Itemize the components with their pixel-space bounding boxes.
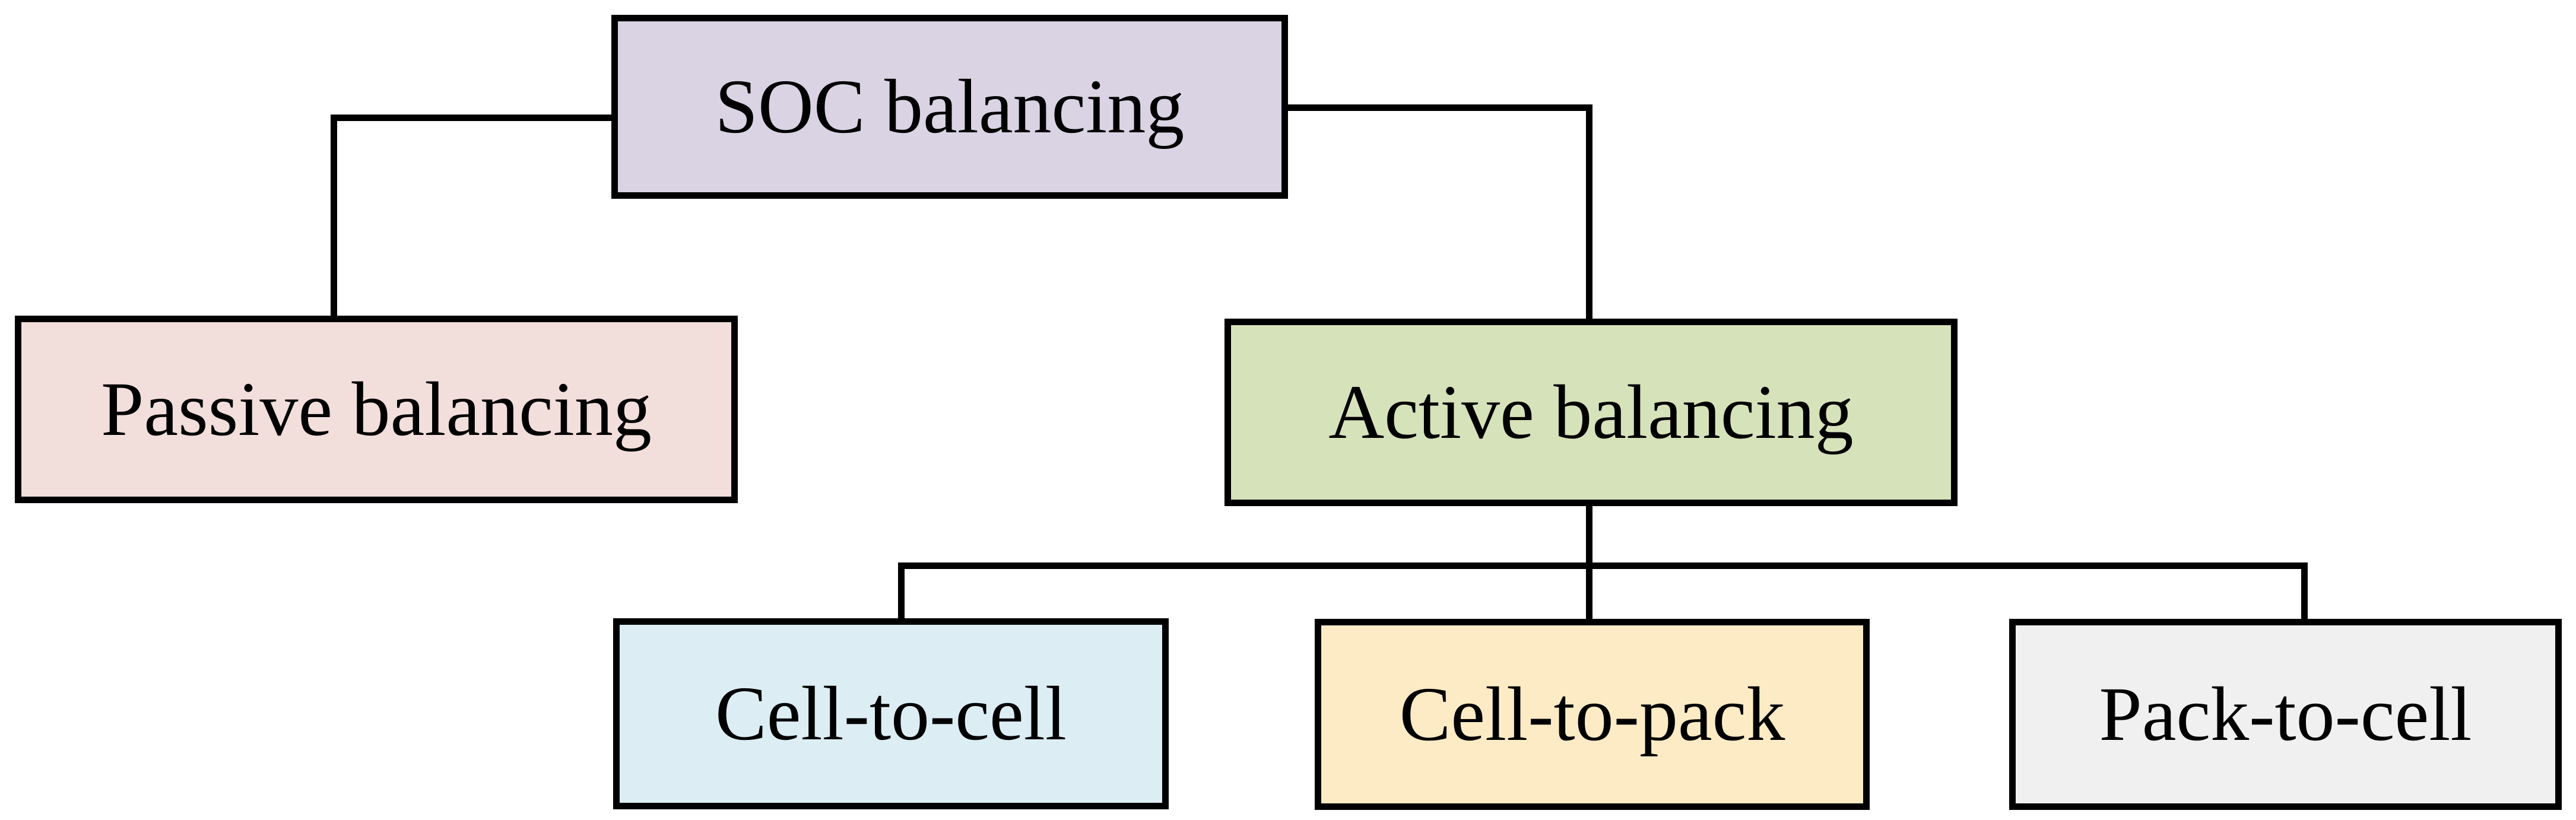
node-cell-to-pack: Cell-to-pack xyxy=(1315,619,1870,810)
node-soc-balancing-label: SOC balancing xyxy=(715,64,1185,150)
node-cell-to-cell: Cell-to-cell xyxy=(613,618,1169,809)
node-passive-balancing-label: Passive balancing xyxy=(101,367,652,452)
connector-soc-to-passive-vertical xyxy=(331,115,337,319)
node-soc-balancing: SOC balancing xyxy=(611,15,1288,199)
connector-drop-cell-to-cell xyxy=(898,562,905,622)
connector-soc-to-active-vertical xyxy=(1586,104,1592,322)
connector-soc-to-passive-horizontal xyxy=(331,115,615,121)
node-pack-to-cell: Pack-to-cell xyxy=(2009,619,2562,810)
node-passive-balancing: Passive balancing xyxy=(15,316,738,503)
node-active-balancing: Active balancing xyxy=(1224,319,1958,506)
node-cell-to-pack-label: Cell-to-pack xyxy=(1399,672,1785,757)
node-active-balancing-label: Active balancing xyxy=(1328,370,1854,455)
connector-children-horizontal-bar xyxy=(898,562,2308,569)
node-cell-to-cell-label: Cell-to-cell xyxy=(715,671,1067,757)
node-pack-to-cell-label: Pack-to-cell xyxy=(2099,672,2472,757)
connector-soc-to-active-horizontal xyxy=(1283,104,1592,111)
connector-drop-pack-to-cell xyxy=(2301,562,2308,622)
